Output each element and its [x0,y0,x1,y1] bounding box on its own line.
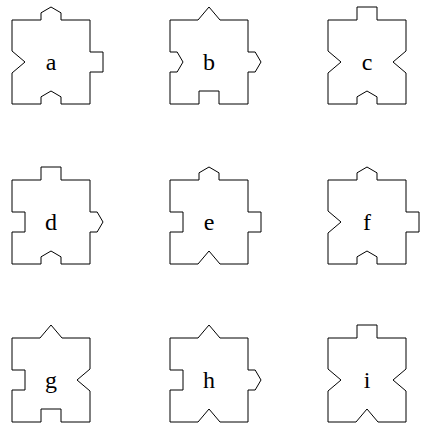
puzzle-piece: c [310,2,422,122]
puzzle-piece: g [0,320,108,426]
puzzle-piece: d [0,162,108,282]
piece-letter: e [204,210,215,234]
piece-shape [328,167,419,264]
piece-letter: a [46,50,57,74]
piece-letter: g [45,368,57,392]
piece-letter: f [363,210,371,234]
puzzle-piece: f [310,162,422,282]
puzzle-piece: e [152,162,266,282]
puzzle-piece: i [310,320,422,426]
piece-shape [170,325,261,422]
puzzle-piece: b [152,2,266,122]
piece-letter: i [364,368,371,392]
piece-letter: d [45,210,57,234]
piece-shape [170,167,261,264]
puzzle-piece: h [152,320,266,426]
piece-letter: h [203,368,215,392]
piece-shape [12,325,90,422]
piece-shape [328,7,406,104]
piece-shape [328,325,406,422]
piece-letter: c [362,50,373,74]
piece-shape [12,7,103,104]
piece-shape [12,167,103,264]
piece-letter: b [203,50,215,74]
puzzle-piece: a [0,2,108,122]
piece-shape [170,7,261,104]
